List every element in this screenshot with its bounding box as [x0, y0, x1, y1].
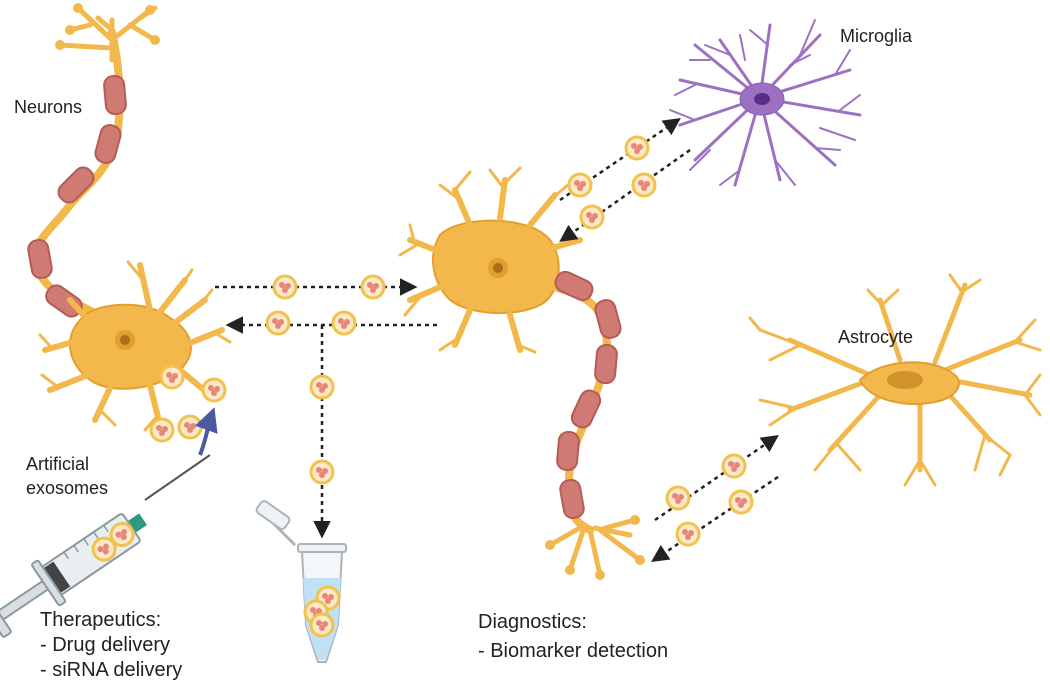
- artificial-exosomes-line2: exosomes: [26, 478, 109, 498]
- neurons-label: Neurons: [14, 97, 83, 117]
- therapeutics-item-sirna: - siRNA delivery: [40, 659, 183, 681]
- artificial-exosomes-label: Artificial exosomes: [26, 452, 108, 500]
- transport-arrows: [215, 118, 779, 562]
- left-neuron: [27, 3, 232, 432]
- microglia-label: Microglia: [840, 26, 913, 46]
- sample-tube-icon: [255, 500, 347, 663]
- therapeutics-item-drug: - Drug delivery: [40, 634, 171, 656]
- syringe-icon: [0, 407, 218, 638]
- exosomes-in-transit: [265, 135, 754, 547]
- diagnostics-block: Diagnostics: - Biomarker detection: [478, 608, 668, 666]
- diagnostics-item-biomarker: - Biomarker detection: [478, 640, 669, 662]
- therapeutics-block: Therapeutics: - Drug delivery - siRNA de…: [40, 608, 182, 683]
- astrocyte-label: Astrocyte: [838, 327, 914, 347]
- center-neuron: [398, 166, 645, 580]
- therapeutics-title: Therapeutics:: [40, 609, 162, 631]
- artificial-exosomes-line1: Artificial: [26, 454, 90, 474]
- microglia-cell: [669, 19, 862, 187]
- astrocyte-cell: [748, 273, 1042, 487]
- diagnostics-title: Diagnostics:: [478, 611, 587, 633]
